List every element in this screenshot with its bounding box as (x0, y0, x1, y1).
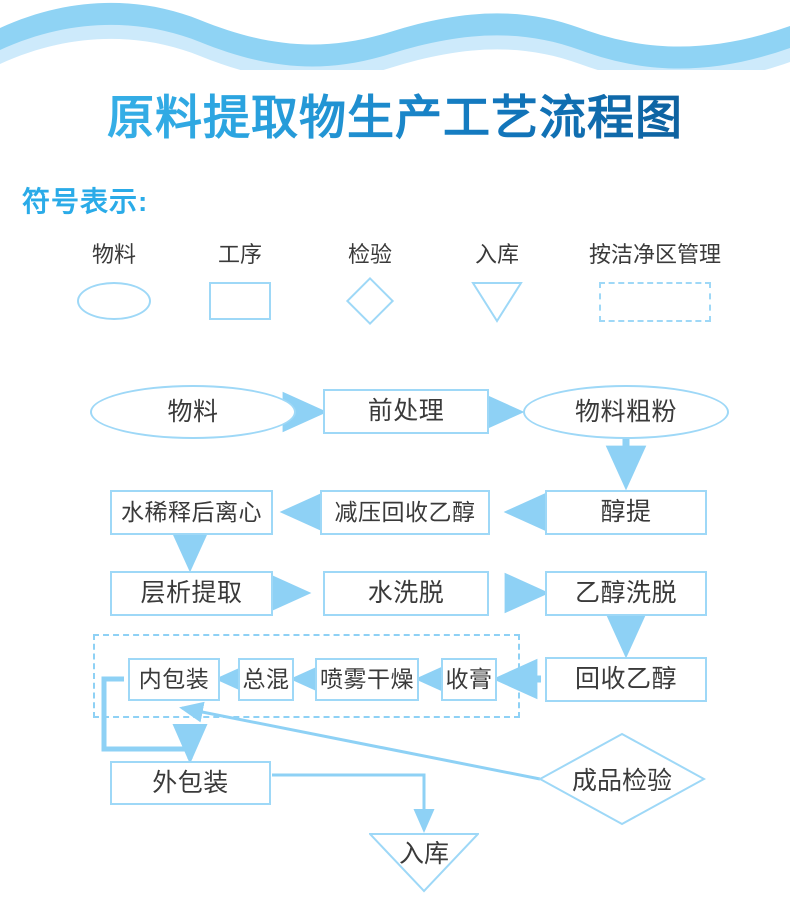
legend-item-process: 工序 (186, 240, 294, 324)
legend-label: 检验 (347, 242, 392, 267)
node-inner-packaging[interactable]: 内包装 (128, 658, 220, 701)
node-coarse-powder[interactable]: 物料粗粉 (523, 385, 729, 439)
node-label: 收膏 (445, 666, 493, 692)
dashed-rectangle-icon (599, 282, 711, 322)
legend-label: 物料 (91, 242, 136, 267)
node-label: 总混 (242, 666, 290, 692)
node-water-elution[interactable]: 水洗脱 (323, 571, 489, 616)
node-alcohol-extraction[interactable]: 醇提 (545, 490, 707, 535)
node-label: 入库 (398, 840, 449, 869)
cleanroom-zone (93, 634, 520, 718)
node-vacuum-ethanol-recovery[interactable]: 减压回收乙醇 (320, 490, 490, 535)
legend-item-warehouse: 入库 (443, 240, 551, 324)
node-outer-packaging[interactable]: 外包装 (110, 761, 271, 805)
node-extract-collection[interactable]: 收膏 (441, 658, 497, 701)
legend-item-cleanroom: 按洁净区管理 (570, 240, 740, 324)
node-pretreatment[interactable]: 前处理 (323, 389, 489, 434)
node-material[interactable]: 物料 (90, 385, 296, 439)
diamond-icon (345, 276, 395, 326)
rectangle-icon (209, 282, 271, 320)
node-chromatography-extraction[interactable]: 层析提取 (110, 571, 273, 616)
node-water-dilute-centrifuge[interactable]: 水稀释后离心 (110, 490, 273, 535)
flowchart: 物料 前处理 物料粗粉 醇提 减压回收乙醇 水稀释后离心 层析提取 水洗脱 乙醇… (0, 360, 790, 910)
node-label: 水稀释后离心 (121, 499, 262, 525)
node-total-blending[interactable]: 总混 (238, 658, 294, 701)
node-ethanol-recovery[interactable]: 回收乙醇 (545, 657, 707, 702)
node-label: 醇提 (600, 498, 652, 526)
legend-item-material: 物料 (60, 240, 168, 324)
node-label: 减压回收乙醇 (334, 499, 476, 525)
node-label: 喷雾干燥 (320, 666, 414, 692)
inverted-triangle-icon (471, 282, 523, 323)
node-label: 层析提取 (140, 579, 243, 607)
wave-dark-band (0, 2, 790, 69)
page-title: 原料提取物生产工艺流程图 (0, 88, 790, 148)
diamond-shape (538, 732, 706, 826)
legend-label: 工序 (217, 242, 262, 267)
node-label: 前处理 (367, 397, 445, 425)
node-ethanol-elution[interactable]: 乙醇洗脱 (545, 571, 707, 616)
node-label: 物料粗粉 (574, 397, 677, 426)
node-label: 内包装 (138, 666, 210, 692)
node-warehousing[interactable]: 入库 (369, 833, 479, 893)
ellipse-icon (77, 282, 151, 320)
legend-label: 入库 (474, 242, 519, 267)
node-spray-drying[interactable]: 喷雾干燥 (315, 658, 419, 701)
node-label: 水洗脱 (367, 579, 445, 607)
inverted-triangle-shape (369, 833, 479, 893)
node-finished-product-inspection[interactable]: 成品检验 (538, 732, 706, 826)
node-label: 乙醇洗脱 (574, 579, 677, 607)
edge-outer-pack-to-warehouse (272, 773, 435, 833)
node-label: 外包装 (152, 768, 229, 797)
node-label: 回收乙醇 (574, 665, 677, 693)
legend-heading: 符号表示: (22, 186, 149, 217)
legend-label: 按洁净区管理 (588, 242, 721, 267)
node-label: 成品检验 (571, 767, 672, 795)
node-label: 物料 (167, 397, 219, 426)
wave-banner (0, 0, 790, 70)
legend-item-inspection: 检验 (316, 240, 424, 326)
